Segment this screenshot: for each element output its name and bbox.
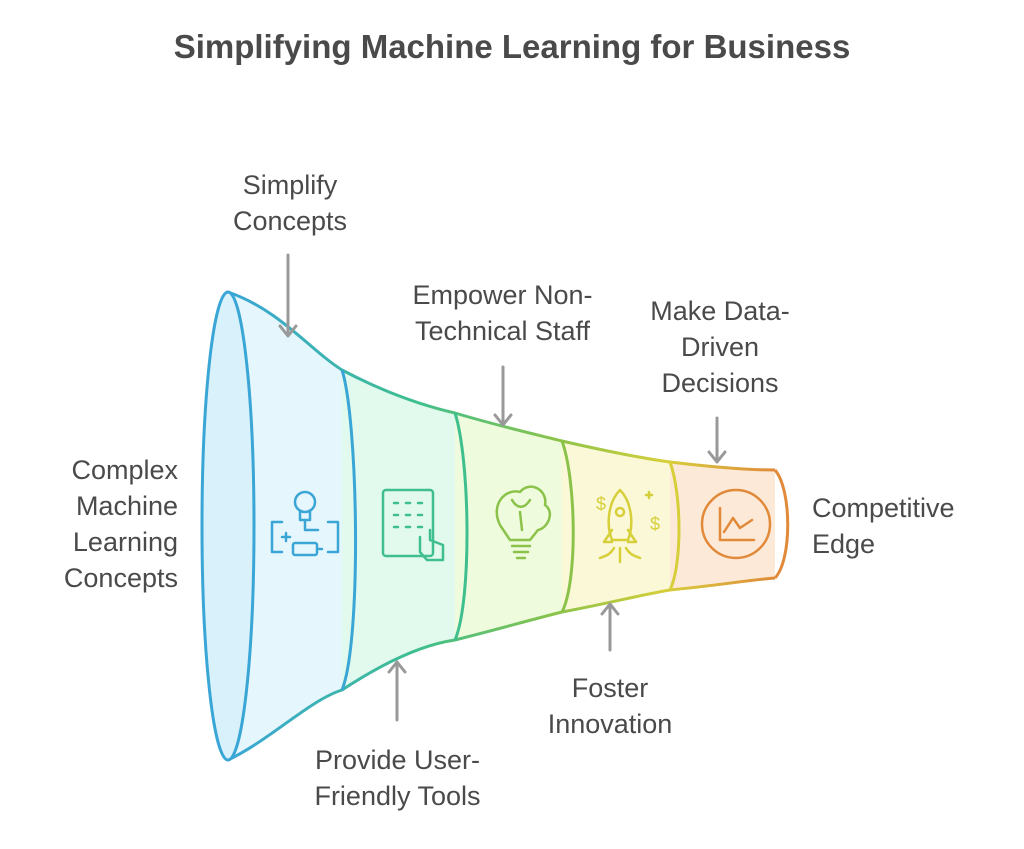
label-foster-innovation: Foster Innovation bbox=[520, 670, 700, 742]
label-line: Concepts bbox=[232, 206, 348, 236]
funnel-segment-3 bbox=[455, 413, 562, 640]
label-line: Competitive bbox=[812, 493, 955, 523]
label-line: Make Data- bbox=[650, 296, 790, 326]
arrow-tools bbox=[387, 660, 407, 722]
funnel-segment-5 bbox=[670, 462, 775, 590]
arrows bbox=[278, 253, 727, 722]
funnel-segment-4 bbox=[562, 441, 670, 612]
svg-text:$: $ bbox=[596, 494, 606, 514]
label-line: Empower Non- bbox=[412, 280, 593, 310]
label-complex-ml-concepts: Complex Machine Learning Concepts bbox=[20, 452, 178, 596]
label-line: Friendly Tools bbox=[314, 781, 481, 811]
label-line: Decisions bbox=[661, 368, 779, 398]
label-competitive-edge: Competitive Edge bbox=[812, 490, 992, 562]
label-line: Technical Staff bbox=[414, 316, 591, 346]
label-empower-staff: Empower Non- Technical Staff bbox=[390, 277, 615, 349]
label-user-friendly-tools: Provide User- Friendly Tools bbox=[290, 742, 505, 814]
label-line: Machine bbox=[75, 491, 178, 521]
label-line: Concepts bbox=[63, 563, 178, 593]
label-line: Provide User- bbox=[314, 745, 481, 775]
diagram-title: Simplifying Machine Learning for Busines… bbox=[173, 28, 851, 65]
funnel-end-cap bbox=[773, 469, 790, 580]
funnel-divider-1 bbox=[340, 369, 358, 691]
label-line: Simplify bbox=[242, 170, 338, 200]
funnel-bottom-edge bbox=[227, 576, 776, 762]
rocket-money-icon: $ $ bbox=[596, 488, 660, 564]
arrow-empower bbox=[493, 365, 513, 427]
label-line: Learning bbox=[72, 527, 178, 557]
funnel-mouth bbox=[200, 290, 256, 762]
label-line: Edge bbox=[812, 529, 876, 559]
label-simplify-concepts: Simplify Concepts bbox=[200, 167, 380, 239]
arrow-innovation bbox=[600, 602, 620, 652]
arrow-simplify bbox=[278, 253, 298, 338]
label-data-driven-decisions: Make Data- Driven Decisions bbox=[630, 293, 810, 401]
svg-text:$: $ bbox=[650, 514, 660, 534]
arrow-decisions bbox=[707, 416, 727, 464]
funnel-segment-2 bbox=[342, 370, 455, 690]
chart-circle-icon bbox=[700, 488, 772, 560]
lightbulb-circuit-icon bbox=[270, 490, 340, 557]
funnel-top-edge bbox=[227, 290, 776, 472]
label-line: Foster bbox=[571, 673, 649, 703]
keypad-touch-icon bbox=[381, 488, 445, 562]
label-line: Innovation bbox=[547, 709, 673, 739]
funnel-divider-4 bbox=[668, 461, 681, 591]
label-line: Driven bbox=[680, 332, 760, 362]
funnel-divider-3 bbox=[560, 440, 575, 613]
brain-gear-icon bbox=[495, 485, 552, 560]
label-line: Complex bbox=[71, 455, 178, 485]
funnel-segment-1 bbox=[228, 292, 342, 760]
funnel-divider-2 bbox=[453, 412, 469, 641]
